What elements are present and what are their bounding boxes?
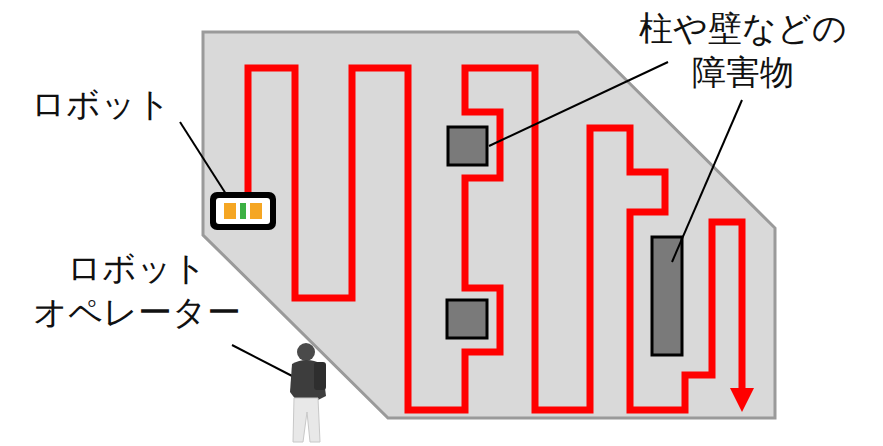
path-arrowhead bbox=[730, 388, 754, 412]
wall-obstacle bbox=[652, 237, 682, 355]
leader-line bbox=[180, 122, 226, 194]
floor-area bbox=[203, 32, 775, 418]
callout-label: ロボット bbox=[8, 82, 193, 126]
leader-line bbox=[489, 62, 668, 146]
callout-label: ロボット オペレーター bbox=[6, 246, 268, 334]
leader-line bbox=[232, 345, 296, 378]
callout-label: 柱や壁などの 障害物 bbox=[608, 6, 878, 94]
pillar-obstacle bbox=[447, 300, 487, 338]
leader-line bbox=[672, 100, 742, 262]
robot-path bbox=[248, 68, 742, 410]
robot-icon bbox=[210, 192, 276, 230]
pillar-obstacle bbox=[448, 127, 487, 165]
operator-figure bbox=[290, 343, 326, 442]
